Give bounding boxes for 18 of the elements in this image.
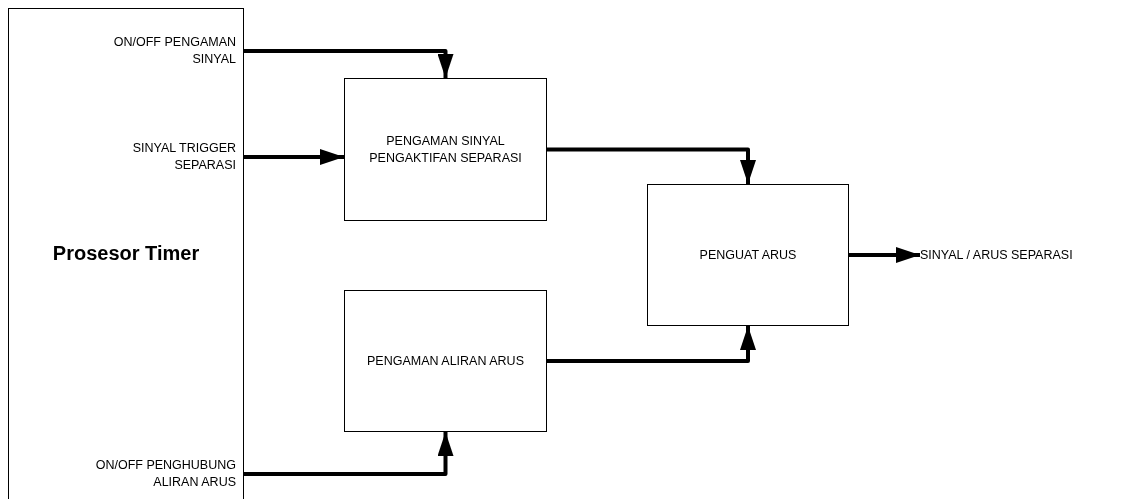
output-label: SINYAL / ARUS SEPARASI <box>920 245 1120 265</box>
signal-label: ON/OFF PENGAMAN SINYAL <box>39 31 244 71</box>
box-label: PENGAMAN SINYAL PENGAKTIFAN SEPARASI <box>368 132 523 167</box>
box-label: PENGAMAN ALIRAN ARUS <box>366 352 525 370</box>
process-box <box>647 184 849 326</box>
processor-box <box>8 8 244 499</box>
arrow <box>849 247 920 263</box>
arrow <box>244 49 454 78</box>
arrow <box>547 326 756 363</box>
arrow <box>244 149 344 165</box>
processor-title: Prosesor Timer <box>51 245 201 262</box>
signal-label: ON/OFF PENGHUBUNG ALIRAN ARUS <box>39 454 244 494</box>
process-box <box>344 78 547 221</box>
arrow <box>547 147 756 184</box>
box-label: PENGUAT ARUS <box>698 246 798 264</box>
arrow <box>244 432 454 476</box>
process-box <box>344 290 547 432</box>
signal-label: SINYAL TRIGGER SEPARASI <box>39 137 244 177</box>
